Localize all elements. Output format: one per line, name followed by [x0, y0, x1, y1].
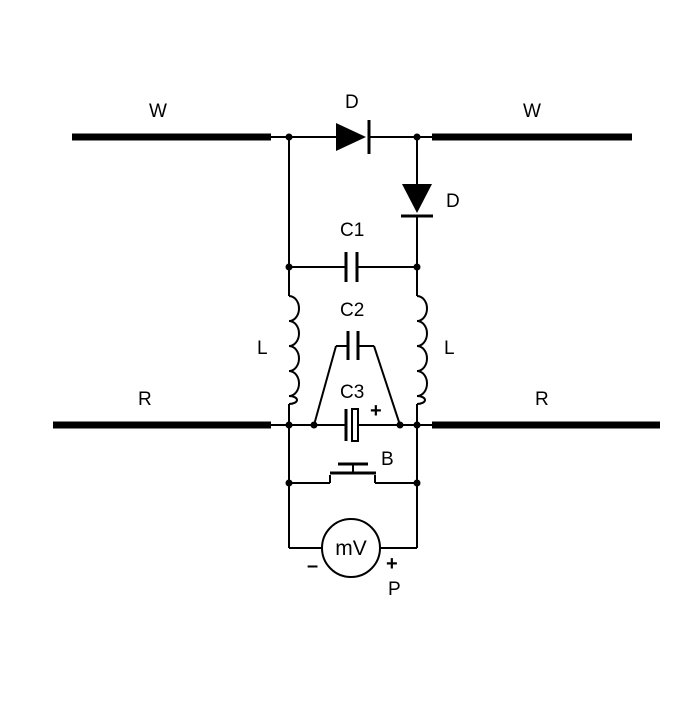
inductor-left: [288, 267, 300, 425]
push-button-b: [289, 462, 417, 484]
label-c3-polarity: +: [370, 400, 382, 422]
label-r-left: R: [138, 389, 152, 410]
label-d-top: D: [345, 92, 359, 113]
capacitor-c2: [313, 331, 401, 426]
meter-plus: +: [386, 553, 398, 575]
label-b: B: [381, 449, 394, 470]
label-c3: C3: [340, 382, 364, 403]
label-l-left: L: [257, 338, 268, 359]
junction-dots: [285, 133, 421, 487]
label-r-right: R: [535, 389, 549, 410]
millivolt-meter: [289, 518, 417, 578]
label-w-right: W: [523, 101, 541, 122]
label-l-right: L: [444, 338, 455, 359]
capacitor-c1: [289, 252, 417, 282]
label-c2: C2: [340, 300, 364, 321]
label-c1: C1: [340, 220, 364, 241]
label-w-left: W: [149, 101, 167, 122]
label-p: P: [388, 579, 401, 600]
diode-top: [271, 120, 432, 154]
diode-right: [401, 137, 433, 267]
meter-minus: –: [307, 555, 318, 577]
inductor-right: [416, 267, 428, 425]
label-d-right: D: [446, 191, 460, 212]
capacitor-c3: [271, 408, 432, 442]
meter-label: mV: [335, 537, 367, 560]
